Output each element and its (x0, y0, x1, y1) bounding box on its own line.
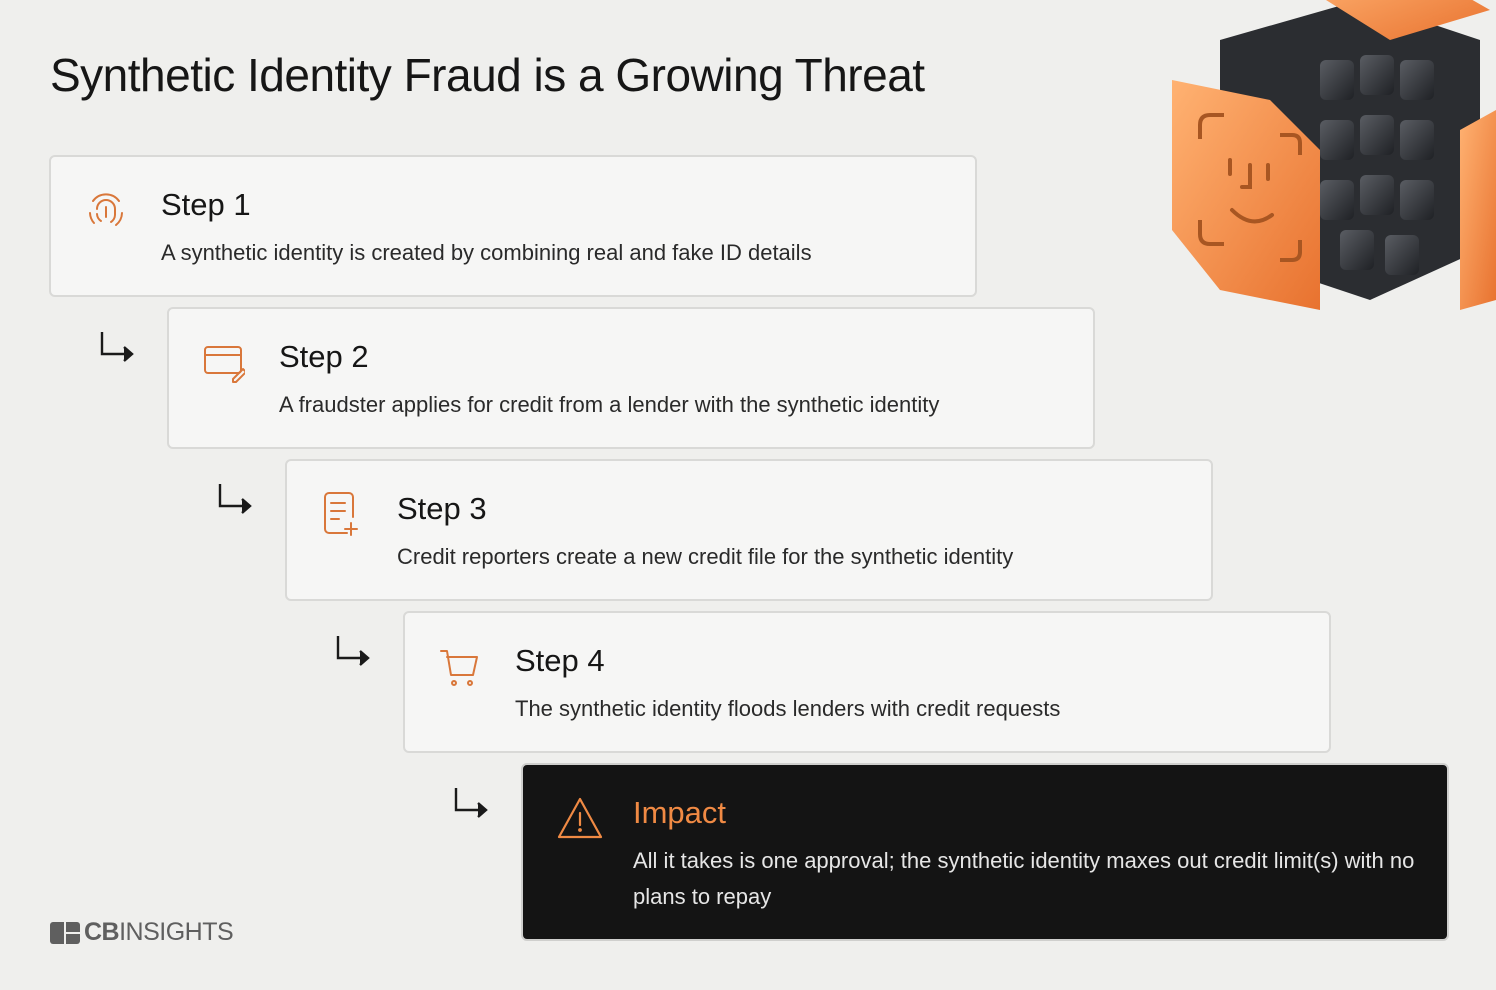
step-4-card: Step 4 The synthetic identity floods len… (403, 611, 1331, 753)
file-add-icon (324, 492, 358, 536)
cbinsights-wordmark: CBINSIGHTS (84, 918, 234, 947)
step-1-card: Step 1 A synthetic identity is created b… (49, 155, 977, 297)
cbinsights-logo-icon (50, 922, 80, 944)
step-4-heading: Step 4 (515, 643, 605, 678)
arrow-down-right-icon (100, 332, 134, 362)
step-1-description: A synthetic identity is created by combi… (161, 240, 812, 265)
step-3-heading: Step 3 (397, 491, 487, 526)
step-3-card: Step 3 Credit reporters create a new cre… (285, 459, 1213, 601)
face-id-cube-illustration (1172, 0, 1496, 310)
step-2-card: Step 2 A fraudster applies for credit fr… (167, 307, 1095, 449)
step-1-heading: Step 1 (161, 187, 251, 222)
impact-card: Impact All it takes is one approval; the… (521, 763, 1449, 941)
step-2-description: A fraudster applies for credit from a le… (279, 392, 940, 417)
credit-card-edit-icon (204, 346, 245, 383)
arrow-down-right-icon (336, 636, 370, 666)
step-2-heading: Step 2 (279, 339, 369, 374)
arrow-down-right-icon (218, 484, 252, 514)
impact-description: All it takes is one approval; the synthe… (633, 848, 1415, 909)
impact-heading: Impact (633, 795, 727, 830)
brand-rest: INSIGHTS (119, 918, 234, 946)
fingerprint-icon (89, 193, 123, 226)
warning-icon (557, 797, 603, 839)
brand-bold: CB (84, 918, 120, 946)
step-4-description: The synthetic identity floods lenders wi… (515, 696, 1061, 721)
arrow-down-right-icon (454, 788, 488, 818)
shopping-cart-icon (440, 650, 478, 686)
step-3-description: Credit reporters create a new credit fil… (397, 544, 1014, 569)
page-title: Synthetic Identity Fraud is a Growing Th… (50, 49, 925, 101)
